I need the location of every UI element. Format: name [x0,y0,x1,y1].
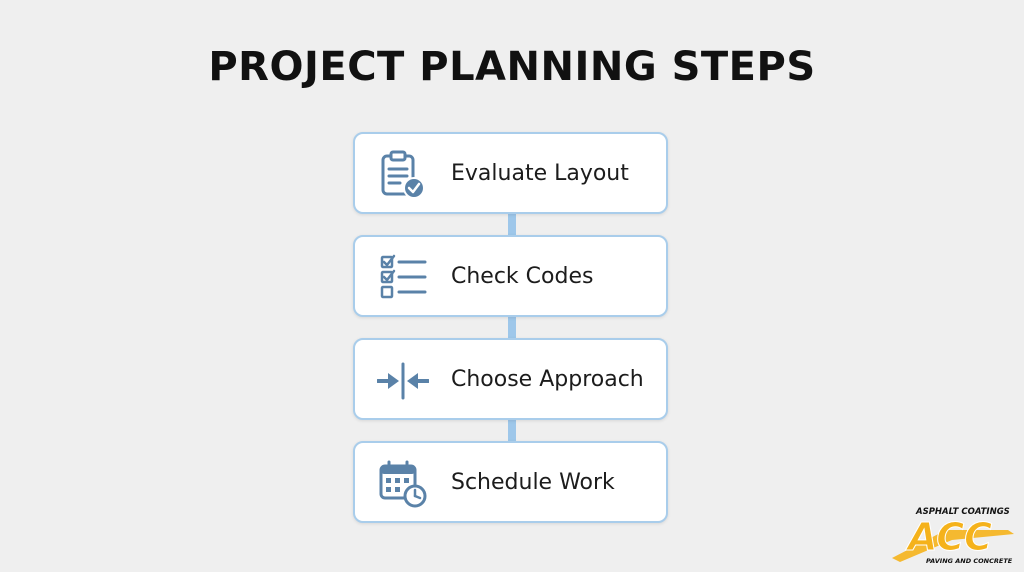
acc-logo: ASPHALT COATINGS ACC PAVING AND CONCRETE [886,500,1022,570]
step-label: Check Codes [451,263,594,289]
step-card-schedule-work: Schedule Work [353,441,668,523]
step-label: Choose Approach [451,366,644,392]
connector-line [508,420,516,442]
step-label: Schedule Work [451,469,615,495]
connector-line [508,214,516,236]
step-label: Evaluate Layout [451,160,629,186]
logo-bottom-text: PAVING AND CONCRETE [926,557,1013,565]
step-card-evaluate-layout: Evaluate Layout [353,132,668,214]
logo-top-text: ASPHALT COATINGS [915,507,1010,517]
calendar-clock-icon [377,458,429,510]
step-card-check-codes: Check Codes [353,235,668,317]
step-card-choose-approach: Choose Approach [353,338,668,420]
page-title: PROJECT PLANNING STEPS [208,44,816,90]
arrows-converge-icon [377,355,429,407]
checklist-icon [377,252,429,304]
connector-line [508,317,516,339]
clipboard-check-icon [377,149,429,201]
logo-mark: ACC [905,515,992,559]
